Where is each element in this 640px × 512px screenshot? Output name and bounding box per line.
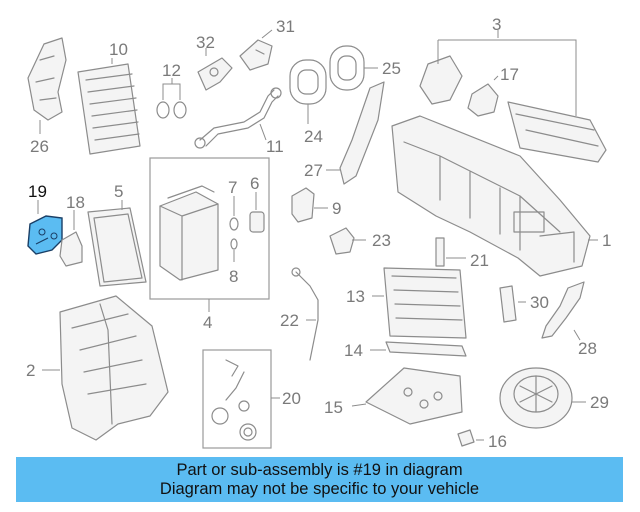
part-5	[87, 200, 147, 287]
callout-11: 11	[266, 137, 284, 156]
part-11	[194, 87, 282, 149]
callout-12: 12	[162, 61, 181, 80]
part-30	[499, 285, 526, 323]
part-17	[467, 75, 499, 117]
callout-21: 21	[470, 251, 489, 270]
callout-30: 30	[530, 293, 549, 312]
callout-2: 2	[26, 361, 35, 380]
callout-31: 31	[276, 17, 295, 36]
callout-26: 26	[30, 137, 49, 156]
part-12	[156, 78, 187, 119]
part-25	[329, 45, 378, 91]
part-15	[351, 367, 463, 425]
part-23	[329, 227, 366, 255]
callout-1: 1	[602, 231, 611, 250]
callout-29: 29	[590, 393, 609, 412]
part-16	[457, 429, 484, 447]
callout-9: 9	[332, 199, 341, 218]
part-14	[370, 341, 467, 357]
part-10	[77, 58, 141, 155]
part-26	[27, 37, 67, 134]
part-29	[499, 367, 586, 429]
part-27	[326, 81, 385, 185]
callout-20: 20	[282, 389, 301, 408]
callout-16: 16	[488, 432, 507, 451]
callout-13: 13	[346, 287, 365, 306]
callout-25: 25	[382, 59, 401, 78]
part-24	[289, 59, 327, 124]
part-28	[541, 281, 585, 341]
part-7-8	[229, 196, 239, 262]
part-18	[59, 210, 83, 267]
part-evaporator	[159, 185, 219, 312]
callout-4: 4	[203, 313, 212, 332]
callout-6: 6	[250, 174, 259, 193]
callout-10: 10	[109, 40, 128, 59]
callout-5: 5	[114, 182, 123, 201]
part-3	[391, 30, 607, 277]
kit-frame	[202, 349, 272, 449]
callout-18: 18	[66, 193, 85, 212]
callout-15: 15	[324, 398, 343, 417]
callout-32: 32	[196, 33, 215, 52]
callout-28: 28	[578, 339, 597, 358]
callout-24: 24	[304, 127, 323, 146]
banner-line-1: Part or sub-assembly is #19 in diagram	[176, 460, 463, 479]
callout-8: 8	[229, 267, 238, 286]
banner-line-2: Diagram may not be specific to your vehi…	[159, 479, 480, 498]
callout-27: 27	[304, 161, 323, 180]
part-9	[291, 187, 328, 223]
parts-diagram: 26 10 12 32 31 11 24	[26, 15, 611, 451]
callout-23: 23	[372, 231, 391, 250]
part-13	[372, 267, 467, 339]
callout-7: 7	[228, 178, 237, 197]
part-19-highlighted	[27, 200, 63, 255]
part-22	[291, 267, 319, 361]
callout-14: 14	[344, 341, 363, 360]
part-6	[249, 192, 265, 233]
part-21	[435, 237, 466, 267]
callout-17: 17	[500, 65, 519, 84]
part-2	[42, 295, 169, 441]
callout-22: 22	[280, 311, 299, 330]
part-20	[211, 359, 280, 441]
part-31	[239, 29, 273, 71]
part-32	[197, 48, 233, 91]
callout-19: 19	[28, 182, 47, 201]
callout-3: 3	[492, 15, 501, 34]
info-banner: Part or sub-assembly is #19 in diagram D…	[16, 457, 623, 502]
